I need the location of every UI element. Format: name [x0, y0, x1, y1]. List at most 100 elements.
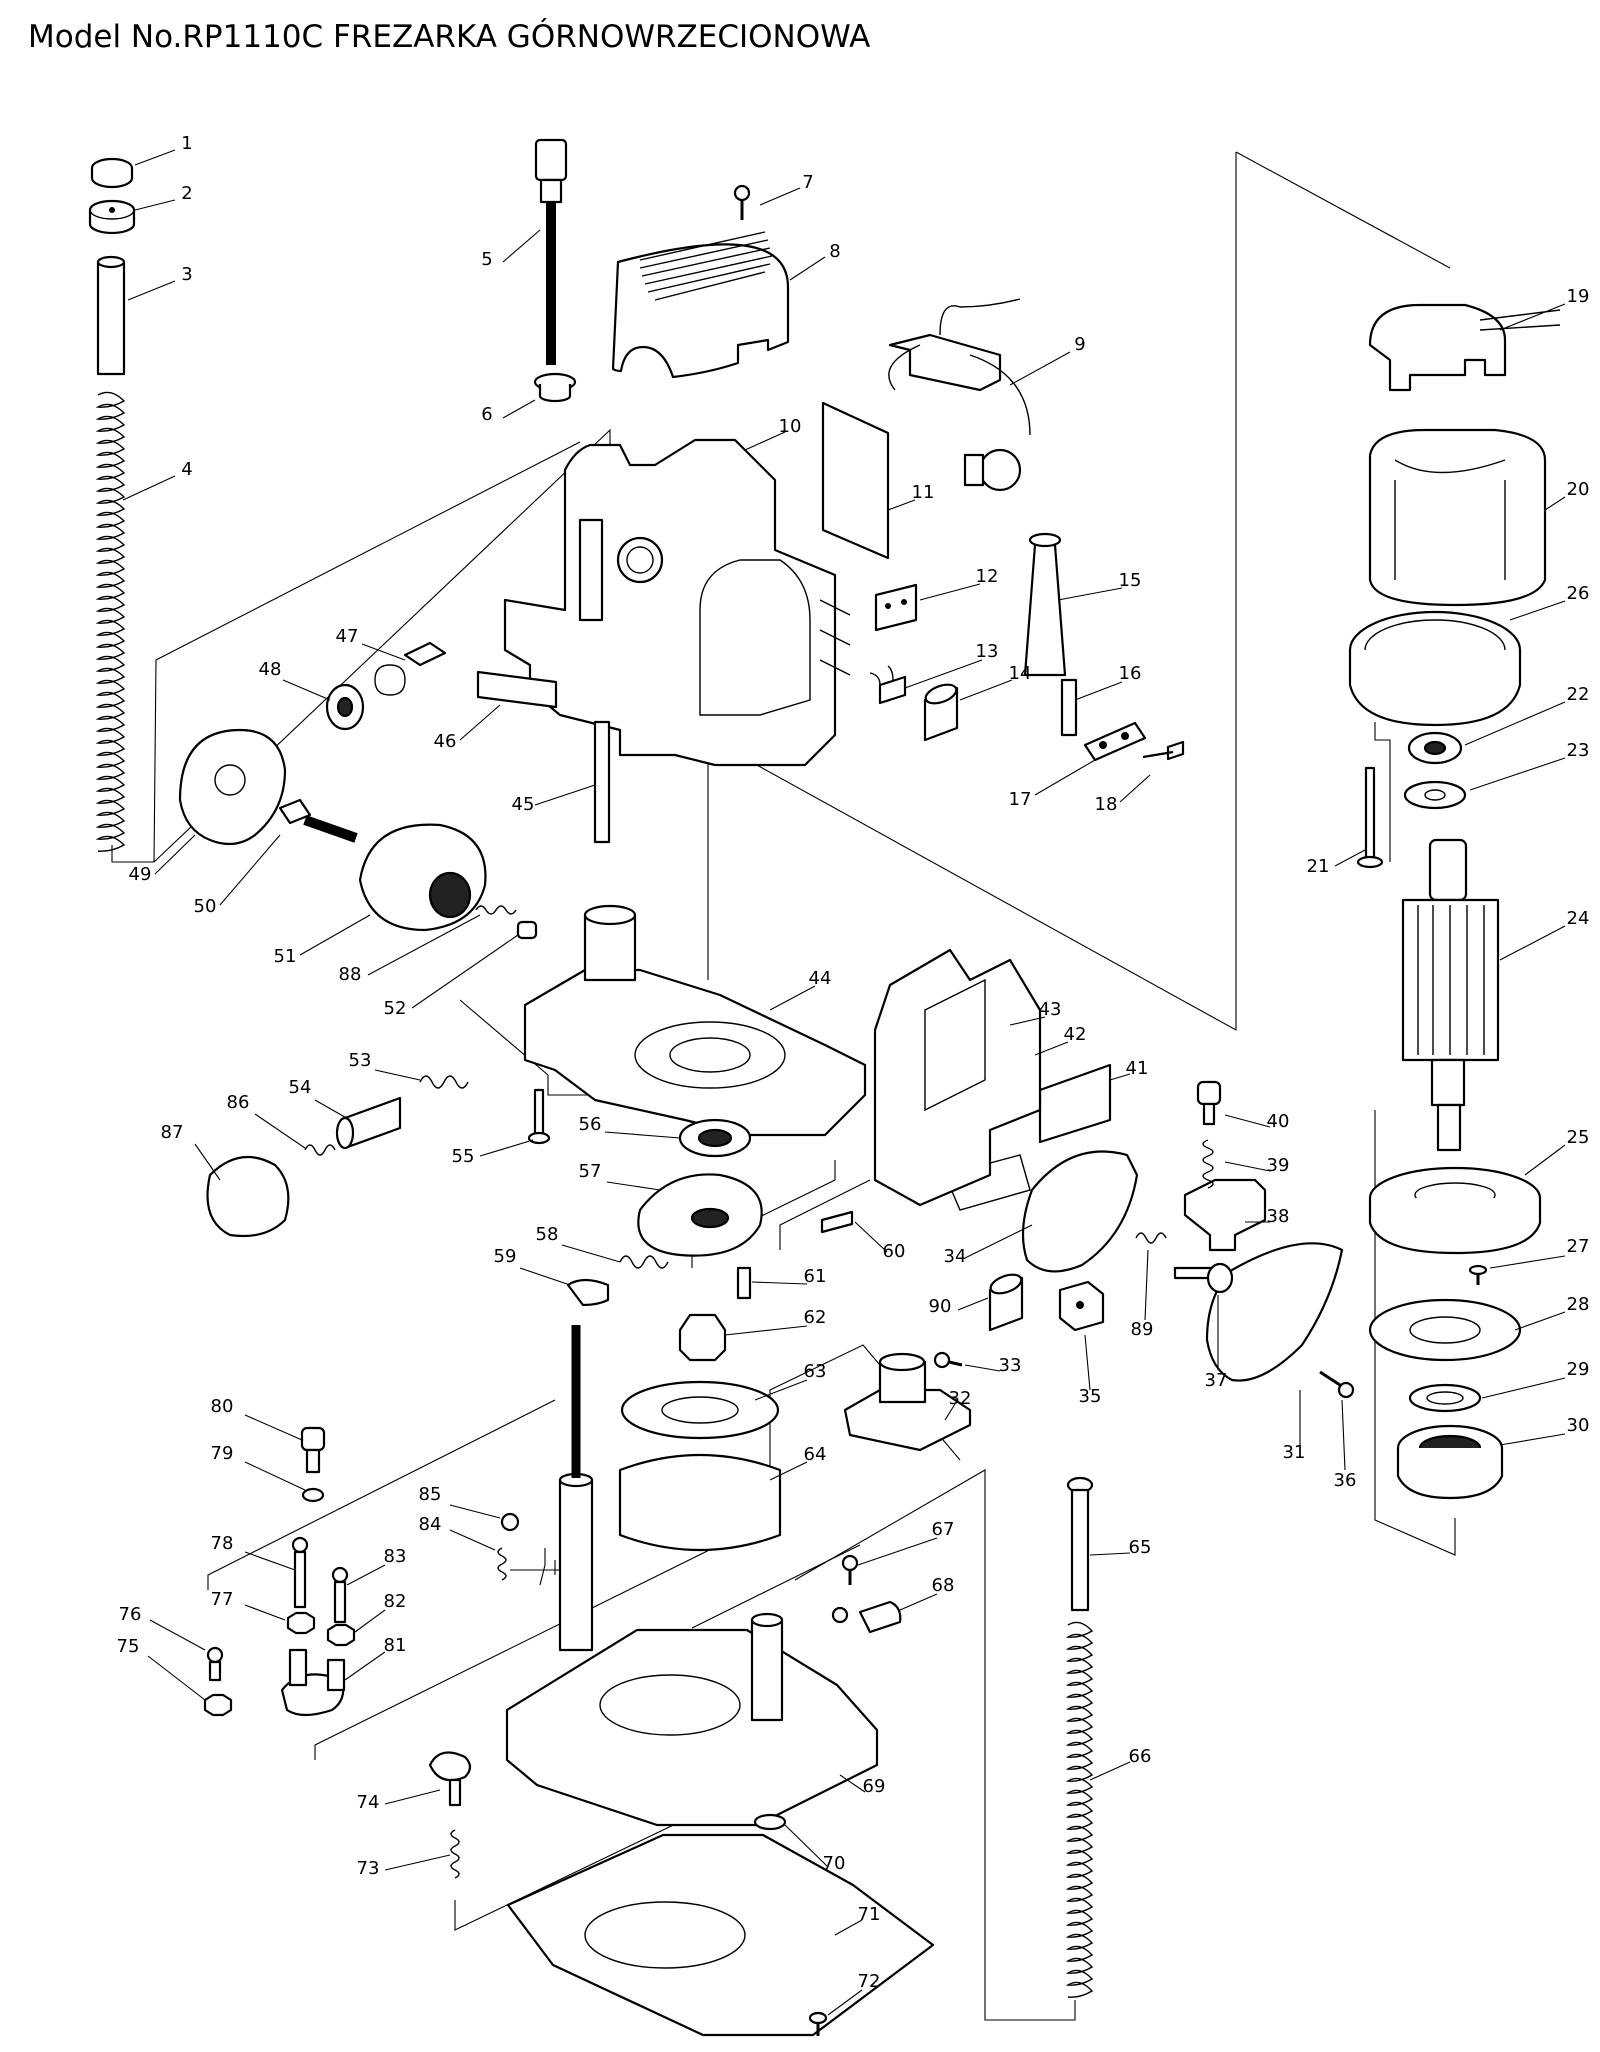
leader-line-52 — [411, 934, 519, 1009]
part-number-20: 20 — [1567, 479, 1590, 500]
leader-line-73 — [384, 1854, 451, 1871]
part-number-80: 80 — [211, 1396, 234, 1417]
leader-line-1 — [134, 149, 176, 166]
part-number-14: 14 — [1009, 663, 1032, 684]
part-number-24: 24 — [1567, 908, 1590, 929]
part-number-89: 89 — [1131, 1319, 1154, 1340]
leader-line-47 — [361, 643, 406, 661]
part-number-17: 17 — [1009, 789, 1032, 810]
leader-line-58 — [561, 1244, 621, 1263]
leader-line-29 — [1481, 1377, 1566, 1399]
part-number-30: 30 — [1567, 1415, 1590, 1436]
part-number-69: 69 — [863, 1776, 886, 1797]
leader-line-3 — [127, 280, 176, 301]
part-number-65: 65 — [1129, 1537, 1152, 1558]
part-number-52: 52 — [384, 998, 407, 1019]
leader-line-48 — [282, 679, 331, 701]
leader-line-12 — [919, 583, 981, 601]
leader-line-49 — [154, 834, 196, 875]
part-number-79: 79 — [211, 1443, 234, 1464]
part-number-33: 33 — [999, 1355, 1022, 1376]
part-number-49: 49 — [129, 864, 152, 885]
leader-line-10 — [744, 431, 786, 451]
leader-line-28 — [1514, 1311, 1566, 1331]
part-number-18: 18 — [1095, 794, 1118, 815]
leader-line-43 — [1009, 1016, 1046, 1026]
leader-line-88 — [367, 914, 481, 976]
leader-line-22 — [1464, 701, 1566, 746]
part-number-8: 8 — [829, 241, 840, 262]
leader-line-40 — [1224, 1114, 1271, 1128]
leader-line-27 — [1489, 1255, 1566, 1269]
part-number-67: 67 — [932, 1519, 955, 1540]
leader-line-8 — [789, 256, 826, 281]
part-number-26: 26 — [1567, 583, 1590, 604]
part-number-66: 66 — [1129, 1746, 1152, 1767]
leader-line-44 — [769, 985, 816, 1011]
part-number-48: 48 — [259, 659, 282, 680]
part-number-53: 53 — [349, 1050, 372, 1071]
part-number-75: 75 — [117, 1636, 140, 1657]
part-number-55: 55 — [452, 1146, 475, 1167]
leader-line-56 — [604, 1131, 681, 1139]
leader-line-81 — [344, 1651, 386, 1681]
part-number-77: 77 — [211, 1589, 234, 1610]
leader-line-68 — [899, 1593, 938, 1611]
part-number-59: 59 — [494, 1246, 517, 1267]
leader-line-9 — [1009, 351, 1071, 386]
leader-line-54 — [314, 1099, 351, 1121]
leader-line-77 — [244, 1604, 286, 1621]
leader-line-55 — [479, 1139, 534, 1157]
part-number-31: 31 — [1283, 1442, 1306, 1463]
part-number-43: 43 — [1039, 999, 1062, 1020]
part-number-9: 9 — [1074, 334, 1085, 355]
leader-line-39 — [1224, 1161, 1271, 1172]
part-number-3: 3 — [181, 264, 192, 285]
part-number-58: 58 — [536, 1224, 559, 1245]
leader-line-85 — [449, 1504, 501, 1519]
leader-line-61 — [751, 1281, 808, 1285]
part-number-56: 56 — [579, 1114, 602, 1135]
part-number-23: 23 — [1567, 740, 1590, 761]
part-number-12: 12 — [976, 566, 999, 587]
part-number-73: 73 — [357, 1858, 380, 1879]
leader-line-17 — [1034, 759, 1096, 796]
part-number-51: 51 — [274, 946, 297, 967]
part-number-38: 38 — [1267, 1206, 1290, 1227]
leader-line-86 — [254, 1113, 306, 1149]
part-number-90: 90 — [929, 1296, 952, 1317]
part-number-84: 84 — [419, 1514, 442, 1535]
leader-line-83 — [346, 1564, 386, 1586]
leader-line-75 — [147, 1655, 206, 1701]
part-number-32: 32 — [949, 1388, 972, 1409]
part-number-19: 19 — [1567, 286, 1590, 307]
part-number-39: 39 — [1267, 1155, 1290, 1176]
part-number-2: 2 — [181, 183, 192, 204]
part-number-34: 34 — [944, 1246, 967, 1267]
leader-line-7 — [759, 187, 801, 206]
leader-line-30 — [1499, 1433, 1566, 1446]
part-number-13: 13 — [976, 641, 999, 662]
leader-line-72 — [827, 1989, 863, 2016]
part-number-63: 63 — [804, 1361, 827, 1382]
leader-line-66 — [1089, 1761, 1131, 1781]
part-number-70: 70 — [823, 1853, 846, 1874]
part-number-29: 29 — [1567, 1359, 1590, 1380]
part-number-74: 74 — [357, 1792, 380, 1813]
part-number-85: 85 — [419, 1484, 442, 1505]
part-number-28: 28 — [1567, 1294, 1590, 1315]
leader-line-51 — [299, 914, 371, 956]
leader-line-76 — [149, 1619, 206, 1651]
leader-line-59 — [519, 1267, 571, 1286]
part-number-10: 10 — [779, 416, 802, 437]
part-number-45: 45 — [512, 794, 535, 815]
part-number-22: 22 — [1567, 684, 1590, 705]
part-number-81: 81 — [384, 1635, 407, 1656]
part-number-7: 7 — [802, 172, 813, 193]
leader-line-71 — [834, 1919, 863, 1936]
leader-line-4 — [122, 475, 176, 501]
diagram-title: Model No.RP1110C FREZARKA GÓRNOWRZECIONO… — [28, 18, 870, 55]
leader-line-24 — [1499, 925, 1566, 961]
part-number-57: 57 — [579, 1161, 602, 1182]
part-number-15: 15 — [1119, 570, 1142, 591]
